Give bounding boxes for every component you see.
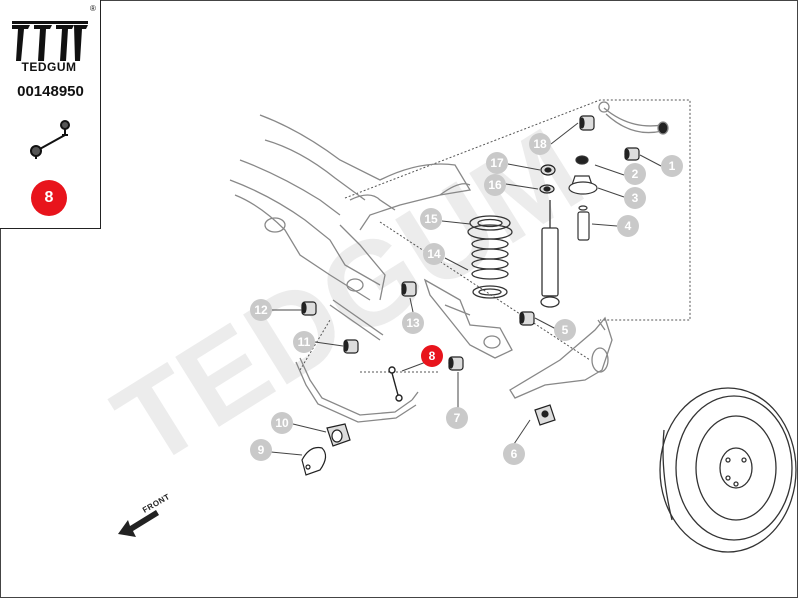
bushing-17 <box>540 164 556 176</box>
watermark-text: TEDGUM <box>93 103 605 492</box>
connection-lines <box>299 99 691 373</box>
clamp <box>301 446 327 476</box>
stabilizer-bar <box>295 299 419 423</box>
callout-17[interactable]: 17 <box>486 152 508 174</box>
callout-12[interactable]: 12 <box>250 299 272 321</box>
front-arrow-icon <box>118 510 159 537</box>
shock-absorber <box>540 200 560 308</box>
bushing-18 <box>579 115 595 131</box>
callout-1[interactable]: 1 <box>661 155 683 177</box>
coil-spring <box>467 224 513 299</box>
callout-9[interactable]: 9 <box>250 439 272 461</box>
leader-lines <box>270 122 662 456</box>
trailing-arm <box>509 316 613 399</box>
brand-panel: ® TEDGUM 00148950 8 <box>0 0 101 229</box>
tedgum-logo-icon <box>12 21 88 61</box>
spring-seat-upper <box>469 215 511 231</box>
mount-bracket <box>534 404 556 426</box>
bushings <box>301 115 640 371</box>
bushing-11 <box>343 339 359 354</box>
callout-13[interactable]: 13 <box>402 312 424 334</box>
callout-7[interactable]: 7 <box>446 407 468 429</box>
callout-6[interactable]: 6 <box>503 443 525 465</box>
part-number: 00148950 <box>17 83 84 100</box>
watermark: TEDGUM <box>93 103 605 492</box>
callout-4[interactable]: 4 <box>617 215 639 237</box>
callout-11[interactable]: 11 <box>293 331 315 353</box>
registered-mark: ® <box>90 4 96 13</box>
callout-18[interactable]: 18 <box>529 133 551 155</box>
callout-14[interactable]: 14 <box>423 243 445 265</box>
subframe <box>229 114 472 301</box>
bushing-13 <box>401 281 417 297</box>
callout-2[interactable]: 2 <box>624 163 646 185</box>
callout-5[interactable]: 5 <box>554 319 576 341</box>
position-badge: 8 <box>31 180 67 216</box>
strut-mount <box>568 155 598 241</box>
callout-16[interactable]: 16 <box>484 174 506 196</box>
lower-arm <box>423 278 513 359</box>
bushing-5 <box>519 311 535 326</box>
callout-8[interactable]: 8 <box>421 345 443 367</box>
bushing-16 <box>539 184 555 194</box>
callout-3[interactable]: 3 <box>624 187 646 209</box>
stabilizer-link <box>388 366 403 402</box>
bushing-12 <box>301 301 317 316</box>
brand-name: TEDGUM <box>21 60 77 74</box>
stabilizer-link-thumbnail-icon <box>30 120 70 159</box>
bushing-7 <box>448 356 464 371</box>
upper-arm <box>598 101 669 135</box>
brake-drum <box>659 387 797 553</box>
bushing-1 <box>624 147 640 161</box>
stabilizer-bushing <box>326 423 351 447</box>
callout-10[interactable]: 10 <box>271 412 293 434</box>
callout-15[interactable]: 15 <box>420 208 442 230</box>
